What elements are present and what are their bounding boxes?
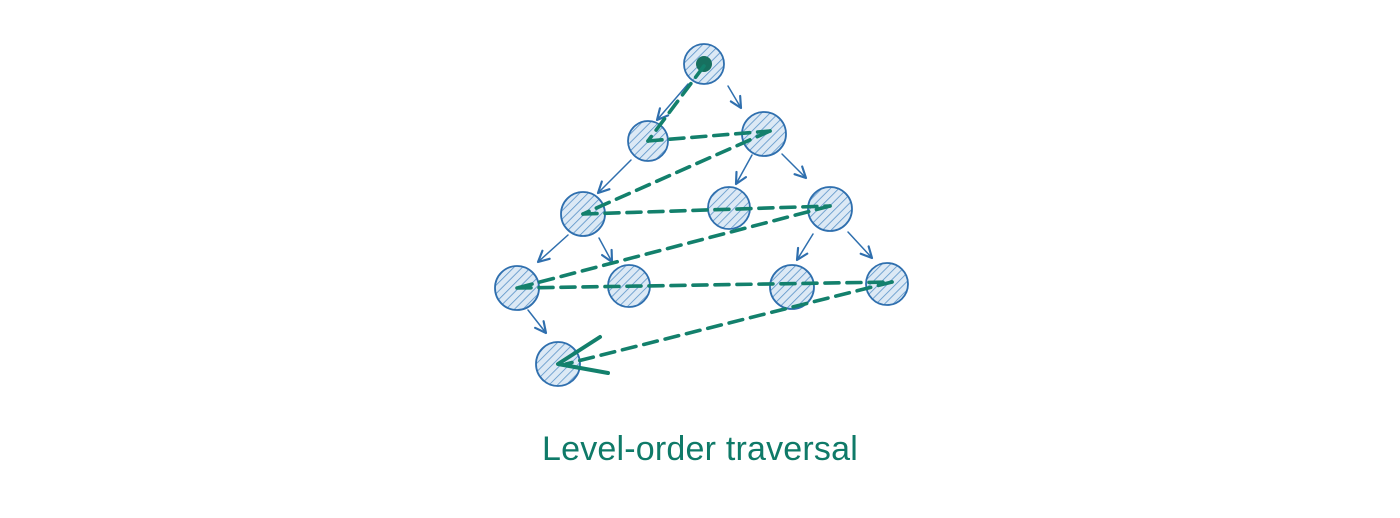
tree-edge-arrow-icon	[655, 83, 689, 122]
root-dot-icon	[696, 56, 712, 72]
traversal-segment	[515, 280, 894, 290]
traversal-end-arrowhead-icon	[556, 335, 610, 375]
tree-edge-arrow-icon	[596, 159, 632, 195]
tree-edge-arrow-icon	[795, 233, 814, 262]
traversal-segment	[581, 204, 832, 216]
tree-edge-arrow-icon	[734, 154, 753, 186]
traversal-segment	[564, 280, 894, 366]
tree-edge-arrow-icon	[727, 85, 743, 110]
node-hatched-circle-icon	[769, 264, 815, 310]
traversal-segment	[646, 64, 706, 143]
traversal-segment	[581, 129, 772, 216]
tree-nodes	[494, 43, 909, 387]
traversal-path	[515, 64, 894, 366]
tree-edge-arrow-icon	[847, 231, 874, 260]
traversal-segment	[646, 129, 772, 143]
diagram-caption: Level-order traversal	[542, 430, 858, 468]
tree-edge-arrow-icon	[536, 234, 569, 264]
tree-edge-arrow-icon	[598, 237, 614, 264]
tree-edge-arrow-icon	[781, 153, 808, 180]
tree-edges	[527, 83, 874, 335]
node-hatched-circle-icon	[807, 186, 853, 232]
traversal-segment	[515, 204, 832, 290]
tree-edge-arrow-icon	[527, 309, 548, 335]
